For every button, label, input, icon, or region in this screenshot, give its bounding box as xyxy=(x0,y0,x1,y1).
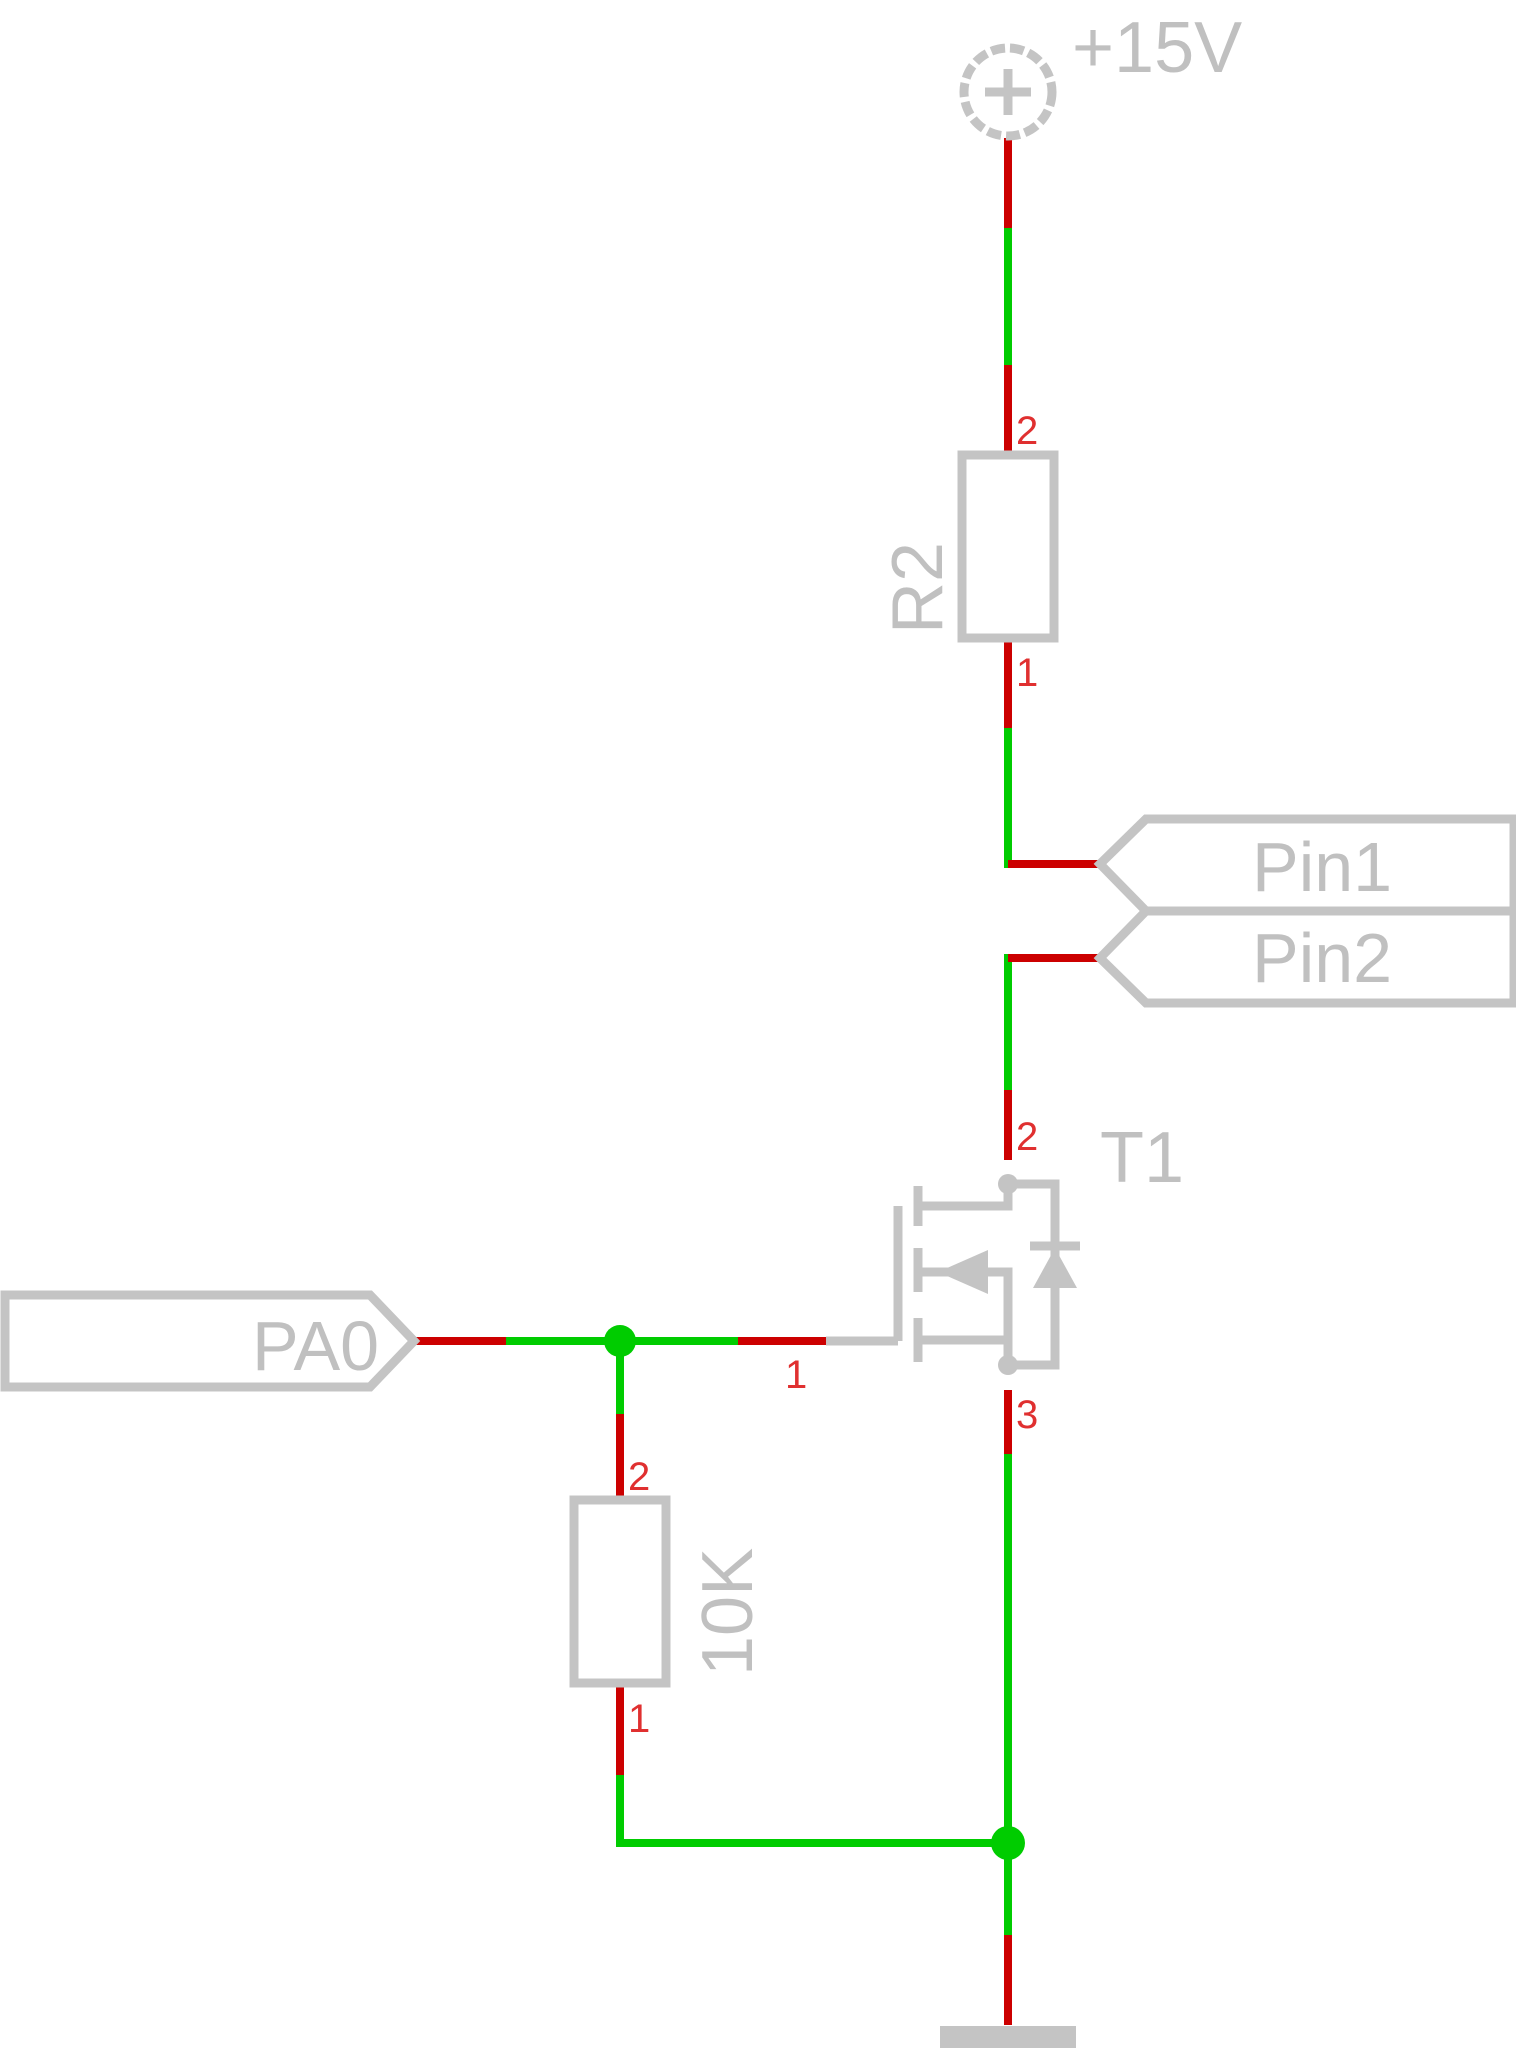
t1-diode-triangle xyxy=(1033,1248,1077,1288)
r2-pin1-number: 1 xyxy=(1016,651,1038,695)
supply-label: +15V xyxy=(1072,8,1242,88)
t1-source-pin-number: 3 xyxy=(1016,1393,1038,1437)
supply-symbol: +15V xyxy=(959,8,1242,141)
t1-gate-pin-number: 1 xyxy=(785,1353,807,1397)
t1-drain-node xyxy=(998,1174,1018,1194)
supply-circle xyxy=(959,43,1057,141)
port-pin2-shape xyxy=(1093,906,1516,1008)
port-pa0-label: PA0 xyxy=(252,1307,379,1385)
t1-source-node xyxy=(998,1355,1018,1375)
t1-body-arrow xyxy=(938,1250,988,1294)
resistor-r2: R2 2 1 xyxy=(878,409,1059,695)
t1-source-lead xyxy=(918,1335,1013,1365)
r2-body xyxy=(957,450,1059,643)
resistor-pulldown: 10K 2 1 xyxy=(569,1455,768,1741)
pin-stubs xyxy=(416,138,1098,2025)
r2-name-label: R2 xyxy=(878,542,958,634)
junction-dot-gate xyxy=(604,1325,636,1357)
pulldown-pin1-number: 1 xyxy=(628,1697,650,1741)
port-pa0-shape xyxy=(0,1290,421,1392)
junction-dot-ground xyxy=(991,1826,1025,1860)
pulldown-body xyxy=(569,1495,671,1688)
port-pin2-label: Pin2 xyxy=(1252,919,1392,997)
pulldown-pin2-number: 2 xyxy=(628,1455,650,1499)
port-pa0: PA0 xyxy=(0,1290,421,1392)
t1-drain-pin-number: 2 xyxy=(1016,1115,1038,1159)
t1-name-label: T1 xyxy=(1100,1118,1184,1198)
r2-pin2-number: 2 xyxy=(1016,409,1038,453)
ground-symbol xyxy=(940,2026,1076,2048)
port-pin1-shape xyxy=(1093,814,1516,916)
t1-drain-lead xyxy=(918,1180,1013,1211)
connector-ports: Pin1 Pin2 xyxy=(1093,814,1516,1008)
wire-pulldown-ground xyxy=(616,1771,1012,1847)
port-pin1-label: Pin1 xyxy=(1252,828,1392,906)
pulldown-value-label: 10K xyxy=(688,1548,768,1676)
